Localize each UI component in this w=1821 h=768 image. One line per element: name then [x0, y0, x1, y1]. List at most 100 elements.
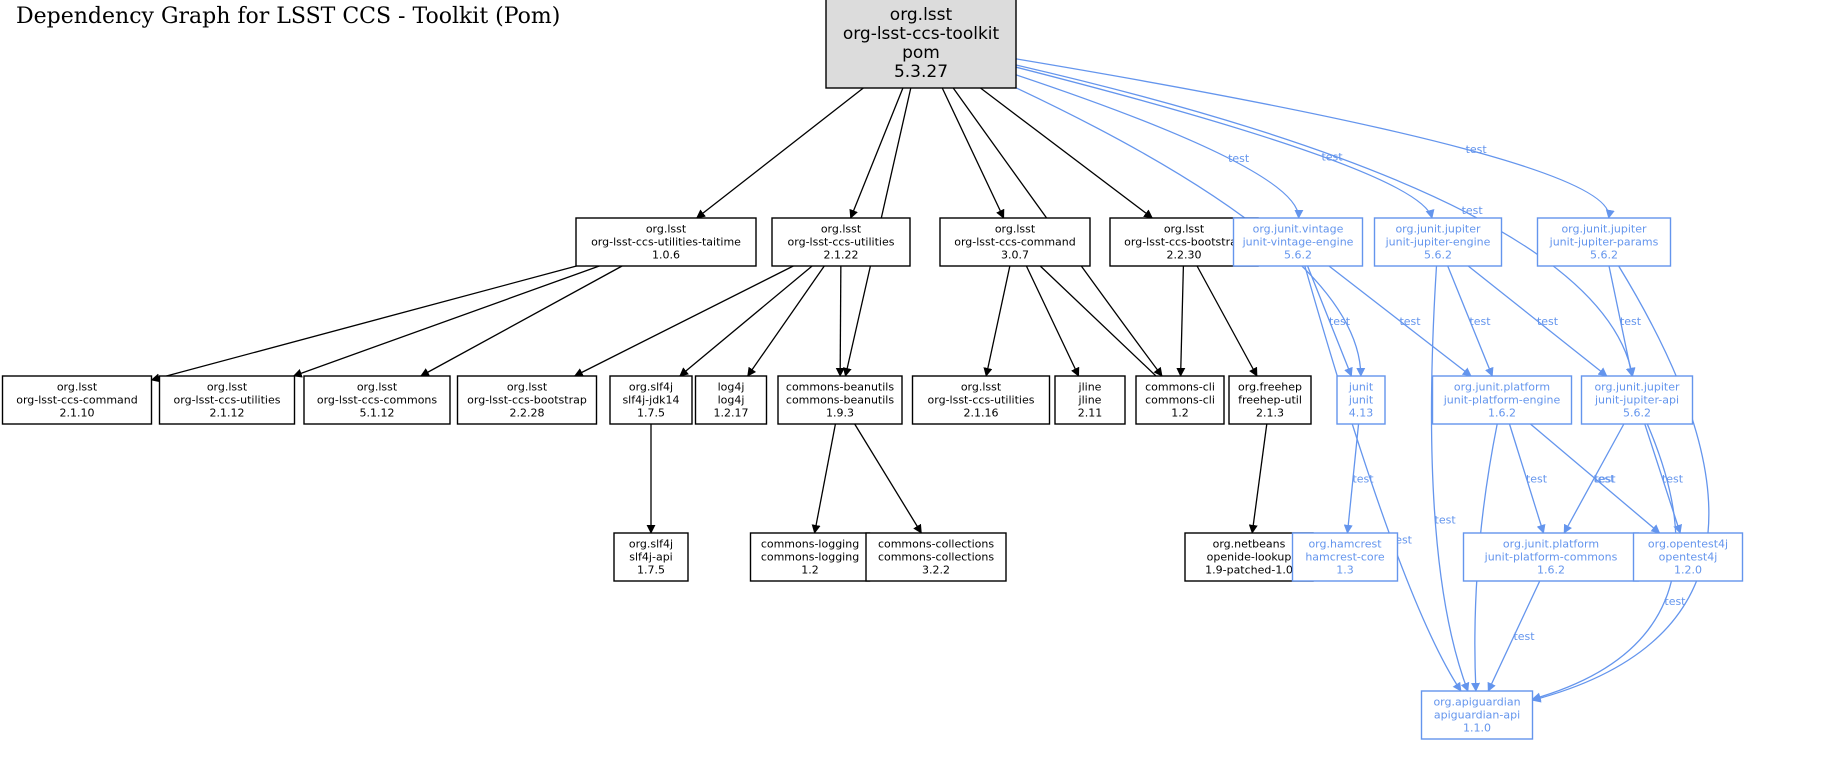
- node-label-line: org.junit.platform: [1454, 381, 1550, 394]
- node-label-line: 2.11: [1078, 407, 1103, 420]
- graph-node-jupiter-engine: org.junit.jupiterjunit-jupiter-engine5.6…: [1373, 217, 1503, 267]
- edge-label: test: [1462, 204, 1484, 217]
- node-label-line: junit-jupiter-api: [1594, 394, 1679, 407]
- node-box: [865, 532, 1007, 582]
- node-label-line: 2.2.30: [1167, 249, 1202, 262]
- node-label-line: 1.1.0: [1463, 722, 1491, 735]
- dependency-edge: [854, 423, 922, 534]
- node-label-line: slf4j-jdk14: [622, 394, 679, 407]
- node-label-line: junit-jupiter-engine: [1385, 236, 1491, 249]
- node-box: [1228, 375, 1312, 425]
- node-label-line: org.lsst: [890, 5, 953, 25]
- node-label-line: 2.1.16: [964, 407, 999, 420]
- node-box: [939, 217, 1091, 267]
- node-box: [749, 532, 871, 582]
- dependency-edge: [1025, 265, 1080, 377]
- node-label-line: 1.9-patched-1.0: [1205, 564, 1293, 577]
- node-label-line: org-lsst-ccs-utilities-taitime: [591, 236, 741, 249]
- edge-label: test: [1537, 315, 1559, 328]
- dependency-edge: [1015, 74, 1304, 219]
- node-label-line: org.slf4j: [629, 381, 673, 394]
- node-label-line: junit-platform-engine: [1443, 394, 1561, 407]
- node-box: [456, 375, 598, 425]
- node-box: [825, 0, 1017, 89]
- node-label-line: 2.1.3: [1256, 407, 1284, 420]
- node-box: [1580, 375, 1694, 425]
- node-label-line: 2.1.22: [824, 249, 859, 262]
- edge-label: test: [1594, 473, 1616, 486]
- node-label-line: org.opentest4j: [1648, 538, 1728, 551]
- node-label-line: openide-lookup: [1207, 551, 1292, 564]
- node-label-line: 1.9.3: [826, 407, 854, 420]
- node-label-line: log4j: [718, 381, 745, 394]
- node-label-line: org.junit.jupiter: [1561, 223, 1647, 236]
- graph-node-platform-engine: org.junit.platformjunit-platform-engine1…: [1431, 375, 1573, 425]
- node-label-line: 1.2.0: [1674, 564, 1702, 577]
- dependency-edge: [1304, 265, 1462, 692]
- graph-node-vintage-engine: org.junit.vintagejunit-vintage-engine5.6…: [1232, 217, 1364, 267]
- node-label-line: commons-logging: [761, 551, 859, 564]
- dependency-edge: [292, 265, 600, 378]
- node-box: [1135, 375, 1225, 425]
- node-box: [1536, 217, 1672, 267]
- edge-label: test: [1526, 473, 1548, 486]
- node-label-line: commons-collections: [878, 538, 994, 551]
- graph-node-commons-collections: commons-collectionscommons-collections3.…: [865, 532, 1007, 582]
- node-label-line: org.freehep: [1238, 381, 1302, 394]
- node-box: [771, 217, 911, 267]
- node-label-line: freehep-util: [1238, 394, 1302, 407]
- graph-node-platform-commons: org.junit.platformjunit-platform-commons…: [1462, 532, 1640, 582]
- node-label-line: org.lsst: [507, 381, 548, 394]
- edge-label: test: [1664, 595, 1686, 608]
- dependency-edge: [1563, 423, 1625, 534]
- node-label-line: slf4j-api: [629, 551, 672, 564]
- node-label-line: junit-platform-commons: [1484, 551, 1618, 564]
- node-label-line: org.junit.platform: [1503, 538, 1599, 551]
- node-box: [303, 375, 451, 425]
- dependency-edge: [1487, 580, 1541, 692]
- node-label-line: opentest4j: [1659, 551, 1718, 564]
- node-box: [1, 375, 153, 425]
- dependency-edge: [849, 87, 904, 219]
- node-label-line: commons-beanutils: [786, 394, 894, 407]
- node-label-line: hamcrest-core: [1305, 551, 1385, 564]
- node-label-line: org.lsst: [207, 381, 248, 394]
- node-box: [613, 532, 689, 582]
- node-label-line: org.junit.vintage: [1253, 223, 1344, 236]
- node-label-line: org-lsst-ccs-command: [954, 236, 1076, 249]
- dependency-edge: [420, 265, 623, 377]
- node-label-line: junit: [1348, 381, 1374, 394]
- edge-label: test: [1466, 143, 1488, 156]
- node-label-line: apiguardian-api: [1434, 709, 1520, 722]
- dependency-edge: [1608, 265, 1635, 377]
- node-label-line: org.netbeans: [1213, 538, 1286, 551]
- node-label-line: commons-cli: [1145, 394, 1215, 407]
- node-label-line: junit: [1348, 394, 1374, 407]
- node-box: [1462, 532, 1640, 582]
- dependency-edge: [679, 265, 813, 377]
- dependency-edge: [980, 87, 1153, 219]
- node-label-line: org.lsst: [961, 381, 1002, 394]
- dependency-edge: [747, 265, 825, 377]
- node-label-line: org.apiguardian: [1433, 696, 1520, 709]
- node-box: [1420, 690, 1534, 740]
- node-label-line: 4.13: [1349, 407, 1374, 420]
- node-label-line: org-lsst-ccs-command: [16, 394, 138, 407]
- node-label-line: commons-cli: [1145, 381, 1215, 394]
- dependency-edge: [1248, 423, 1268, 534]
- node-label-line: org-lsst-ccs-bootstrap: [1124, 236, 1244, 249]
- edge-label: test: [1352, 473, 1374, 486]
- node-box: [1291, 532, 1399, 582]
- node-label-line: org-lsst-ccs-utilities: [788, 236, 895, 249]
